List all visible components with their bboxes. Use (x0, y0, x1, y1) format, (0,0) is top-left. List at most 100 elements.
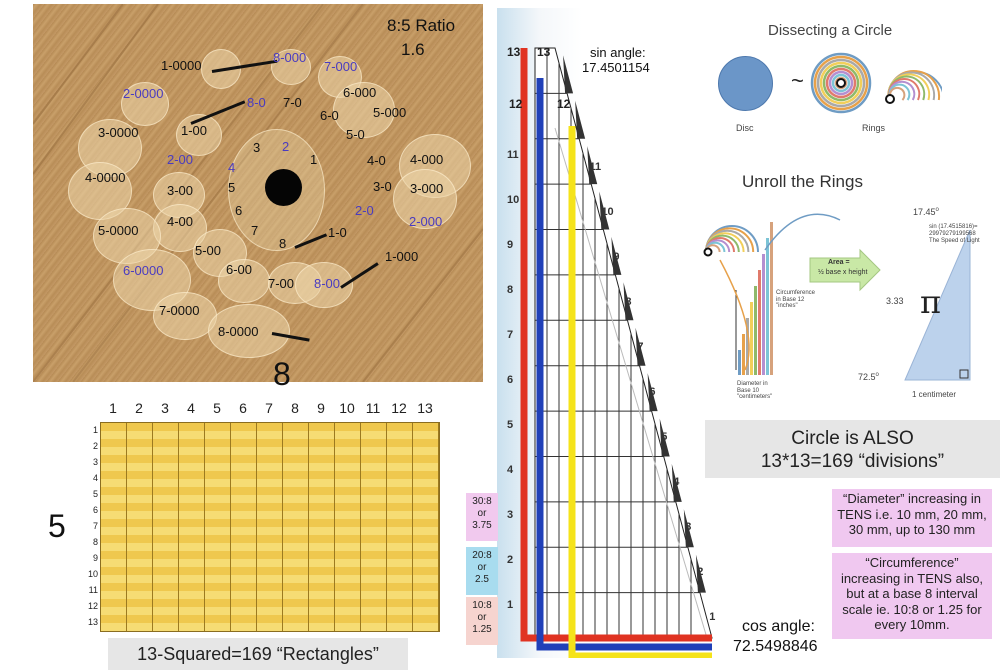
blue-line (536, 78, 712, 651)
crop-circle-label: 3-0000 (98, 125, 139, 140)
unrolled-triangle (904, 229, 971, 381)
grid-column-header: 6 (239, 400, 247, 416)
center-dot (265, 169, 302, 206)
crop-circle-label: 1-0000 (161, 58, 202, 73)
ratio-text: 30:8 (472, 496, 492, 507)
crop-circle-label: 1 (310, 152, 318, 167)
crop-circle-label: 2-000 (409, 214, 443, 229)
crop-circle-label: 4-0 (367, 153, 386, 168)
triangle-scale-number: 5 (507, 419, 513, 431)
grid-column-header: 10 (339, 400, 355, 416)
circle-divisions-line1: Circle is ALSO (791, 428, 914, 449)
crop-circle-label: 7-000 (324, 59, 358, 74)
crop-circle-label: 6-000 (343, 85, 377, 100)
area-arrow (809, 248, 881, 292)
area-label: Area = (828, 259, 850, 266)
triangle-top-number: 12 (509, 97, 523, 111)
crop-circle-label: 8-0000 (218, 324, 259, 339)
crop-circle-label: 3 (253, 140, 261, 155)
crop-circle-label: 7-00 (268, 276, 295, 291)
ratio-text: 20:8 (472, 550, 492, 561)
triangle-scale-teeth (563, 55, 706, 593)
triangle-scale-number: 4 (507, 464, 514, 476)
crop-circle-label: 7-0 (283, 95, 302, 110)
crop-circle-label: 6-0000 (123, 263, 164, 278)
crop-circle-label: 4-000 (410, 152, 444, 167)
cos-angle-label: cos angle: (742, 618, 815, 635)
grid-column-header: 11 (365, 400, 381, 416)
ratio-value: 1.6 (401, 40, 425, 59)
crop-circle-label: 5-0 (346, 127, 365, 142)
crop-circle-label: 1-0 (328, 225, 347, 240)
crop-circle-label: 6 (235, 203, 243, 218)
grid-cells (100, 422, 440, 632)
triangle-scale-number: 10 (507, 194, 519, 206)
ratio-text: 10:8 (472, 600, 492, 611)
grid-side-label: 5 (48, 508, 66, 544)
grid-column-header: 2 (135, 400, 143, 416)
angle-bottom: 72.5o (858, 372, 879, 382)
triangle-top-number: 12 (557, 97, 571, 111)
angle-top: 17.45o (913, 207, 939, 217)
grid-column-header: 5 (213, 400, 221, 416)
crop-circle-label: 7-0000 (159, 303, 200, 318)
grid-column-header: 9 (317, 400, 325, 416)
cos-angle-value: 72.5498846 (733, 638, 818, 655)
triangle-scale-number: 2 (697, 566, 703, 578)
crop-circle-label: 3-0 (373, 179, 392, 194)
crop-circle-label: 4-0000 (85, 170, 126, 185)
red-line (520, 48, 712, 642)
ratio-text: 2.5 (475, 574, 489, 585)
triangle-top-number: 13 (507, 45, 521, 59)
sin-angle-label: sin angle: (590, 45, 646, 60)
triangle-scale-number: 9 (507, 239, 513, 251)
crop-circle-label: 8-000 (273, 50, 307, 65)
crop-circle-label: 8 (279, 236, 287, 251)
triangle-scale-number: 11 (589, 161, 601, 173)
grid-row-header: 12 (87, 601, 98, 611)
crop-circle-label: 1-000 (385, 249, 419, 264)
ratio-text: or (477, 562, 487, 573)
crop-circle-label: 3-000 (410, 181, 444, 196)
unroll-diagram (703, 213, 971, 381)
circumference-note: Circumference in Base 12 "inches" (776, 290, 816, 310)
rings-label: Rings (862, 123, 886, 133)
disc-label: Disc (736, 123, 754, 133)
crop-circle-label: 3-00 (167, 183, 194, 198)
ratio-text: 1.25 (472, 624, 492, 635)
ratio-text: or (477, 612, 487, 623)
sin-angle-value: 17.4501154 (582, 60, 650, 75)
area-formula: ½ base x height (818, 269, 868, 276)
triangle-scale-number: 6 (649, 386, 655, 398)
crop-circle-label: 2-0000 (123, 86, 164, 101)
triangle-scale-number: 8 (507, 284, 513, 296)
grid-row-header: 5 (92, 489, 98, 499)
height-label: 3.33 (886, 296, 904, 306)
grid-row-header: 6 (92, 505, 98, 515)
crop-circle-label: 1-00 (181, 123, 208, 138)
pi-symbol: π (920, 283, 942, 321)
circumference-note-box: “Circumference” increasing in TENS also,… (832, 553, 992, 639)
crop-circle-label: 5-0000 (98, 223, 139, 238)
grid-row-header: 3 (92, 457, 98, 467)
triangle-top-number: 13 (537, 45, 551, 59)
crop-circle-label: 2-00 (167, 152, 194, 167)
circle-divisions-box: Circle is ALSO 13*13=169 “divisions” (705, 420, 1000, 478)
triangle-scale-number: 4 (673, 476, 680, 488)
grid-caption: 13-Squared=169 “Rectangles” (108, 638, 408, 670)
grid-row-header: 1 (92, 425, 98, 435)
grid-row-header: 7 (92, 521, 98, 531)
grid-top-label: 8 (273, 356, 291, 392)
triangle-scale-number: 5 (661, 431, 667, 443)
crop-circle-label: 5 (228, 180, 236, 195)
triangle-scale-number: 8 (625, 296, 631, 308)
rings-half-icon (885, 70, 942, 104)
